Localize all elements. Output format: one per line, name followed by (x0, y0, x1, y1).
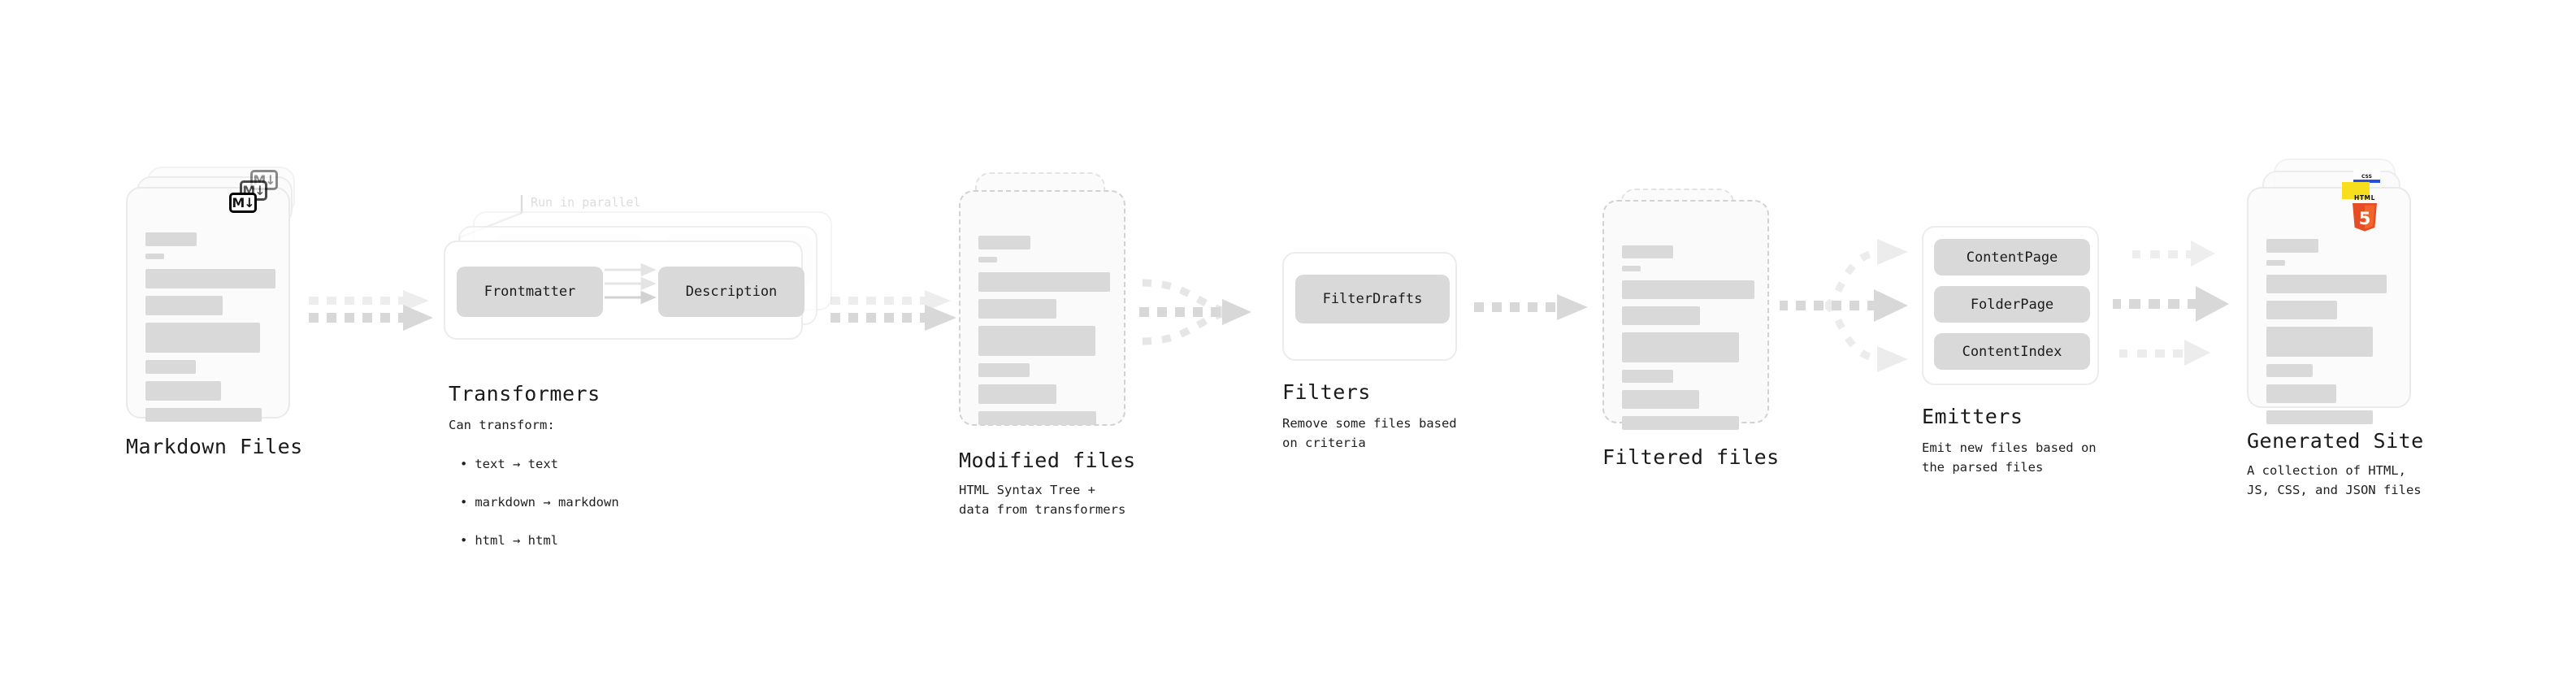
markdown-badge-letter: M (232, 194, 245, 210)
html5-badge-number: 5 (2359, 209, 2371, 228)
chip-frontmatter[interactable]: Frontmatter (457, 267, 603, 317)
html5-badge: HTML 5 (2351, 195, 2379, 236)
html5-badge-wordmark: HTML (2353, 194, 2376, 202)
site-placeholder-bars (2266, 239, 2392, 432)
generated-site-description: A collection of HTML, JS, CSS, and JSON … (2247, 463, 2422, 497)
modified-card-front (959, 190, 1125, 426)
markdown-badge-arrow-icon: ↓ (244, 194, 254, 210)
emitters-group: ContentPage FolderPage ContentIndex (1922, 226, 2099, 385)
chip-frontmatter-label: Frontmatter (484, 284, 576, 300)
connector-markdown-to-transformers (309, 290, 433, 331)
modified-files-stack (959, 172, 1138, 432)
generated-site-stack: CSS HTML 5 (2247, 158, 2422, 427)
run-in-parallel-label: Run in parallel (531, 195, 641, 210)
markdown-badge-arrow-icon: ↓ (254, 182, 265, 198)
emitters-title: Emitters (1922, 405, 2023, 428)
transformers-bullet-item: html → html (460, 531, 619, 551)
markdown-placeholder-bars (145, 232, 275, 429)
modified-placeholder-bars (978, 236, 1110, 432)
transformers-title: Transformers (449, 382, 601, 406)
chip-contentpage[interactable]: ContentPage (1934, 239, 2090, 275)
markdown-files-stack: M↓ M↓ M↓ (126, 167, 301, 427)
modified-files-description: HTML Syntax Tree + data from transformer… (959, 483, 1126, 517)
filtered-files-title: Filtered files (1602, 445, 1780, 469)
filters-group: FilterDrafts (1282, 252, 1457, 361)
chip-filterdrafts-label: FilterDrafts (1322, 291, 1423, 307)
chip-filterdrafts[interactable]: FilterDrafts (1295, 275, 1450, 323)
transformers-description: Can transform: (449, 418, 555, 432)
chip-description-label: Description (685, 284, 778, 300)
css3-badge: CSS (2353, 169, 2380, 183)
filters-title: Filters (1282, 380, 1371, 404)
markdown-files-title: Markdown Files (126, 435, 303, 458)
chip-folderpage-label: FolderPage (1970, 296, 2054, 313)
chip-connector-arrows (605, 262, 657, 305)
transformers-bullet-list: text → text markdown → markdown html → h… (460, 436, 619, 570)
filtered-placeholder-bars (1622, 245, 1754, 437)
connector-filters-to-filtered (1474, 294, 1588, 320)
connector-emitters-to-site (2113, 241, 2229, 366)
transformers-bullet-item: text → text (460, 455, 619, 475)
chip-description[interactable]: Description (658, 267, 804, 317)
connector-transformers-to-modified (830, 290, 956, 331)
modified-files-title: Modified files (959, 449, 1136, 472)
connector-modified-to-filters (1139, 279, 1251, 345)
generated-site-title: Generated Site (2247, 429, 2424, 453)
css3-badge-label: CSS (2361, 174, 2372, 180)
transformers-group: Frontmatter Description (444, 211, 834, 374)
filtered-files-stack (1602, 189, 1777, 432)
site-card-front-html (2247, 187, 2411, 424)
connector-filtered-to-emitters (1780, 239, 1908, 372)
filters-description: Remove some files based on criteria (1282, 416, 1457, 450)
filtered-card-front (1602, 200, 1769, 430)
transformer-panel-front: Frontmatter Description (444, 241, 804, 340)
transformers-bullet-item: markdown → markdown (460, 493, 618, 513)
javascript-badge (2342, 182, 2370, 199)
chip-contentindex-label: ContentIndex (1962, 343, 2062, 360)
emitters-description: Emit new files based on the parsed files (1922, 440, 2097, 475)
html5-shield-icon: 5 (2353, 202, 2377, 232)
markdown-badge-front: M↓ (229, 193, 257, 213)
markdown-badge-arrow-icon: ↓ (265, 171, 275, 188)
markdown-card-front (126, 187, 290, 422)
chip-folderpage[interactable]: FolderPage (1934, 286, 2090, 323)
chip-contentindex[interactable]: ContentIndex (1934, 333, 2090, 370)
chip-contentpage-label: ContentPage (1966, 249, 2058, 266)
